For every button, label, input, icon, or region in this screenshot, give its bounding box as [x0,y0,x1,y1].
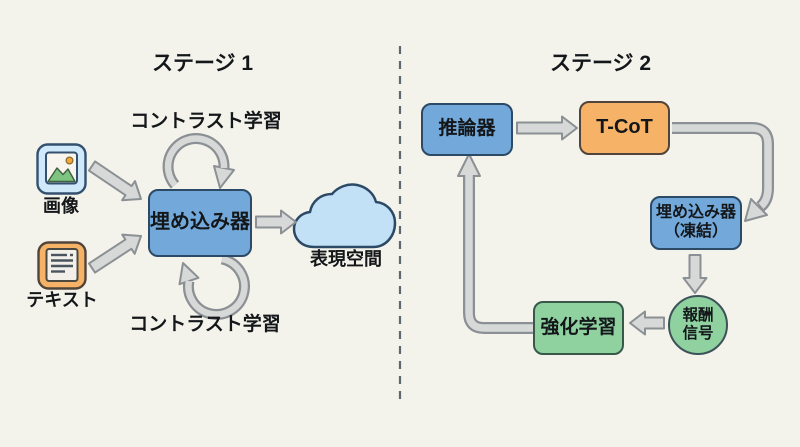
reward-signal-node: 報酬 信号 [668,295,728,355]
contrastive-learning-top-label: コントラスト学習 [130,111,282,132]
image-to-embedder-arrow [87,160,142,202]
image-label: 画像 [43,196,79,216]
cloud-icon [292,183,397,249]
representation-space-label: 表現空間 [310,249,382,269]
text-label: テキスト [26,290,98,310]
contrastive-learning-bottom-label: コントラスト学習 [129,314,281,335]
reward-signal-line1: 報酬 [682,306,714,324]
stage1-title: ステージ 1 [151,52,254,75]
image-icon [36,143,87,195]
text-to-embedder-arrow [88,233,142,274]
tcot-to-frozen-arrow [672,122,774,222]
reasoner-to-tcot-arrow [516,115,578,141]
frozen-embedder-node: 埋め込み器 （凍結） [650,196,742,250]
embedder-to-space-arrow [255,209,297,235]
reward-signal-line2: 信号 [682,325,714,342]
tcot-node: T-CoT [579,101,670,155]
reasoner-node: 推論器 [421,103,513,156]
frozen-embedder-line2: （凍結） [663,223,728,240]
frozen-embedder-line1: 埋め込み器 [655,204,736,222]
rl-node: 強化学習 [533,301,624,355]
text-icon [37,241,87,290]
contrastive-loop-bottom-arrow [178,253,250,320]
rl-to-reasoner-arrow [457,153,533,334]
reward-to-rl-arrow [629,310,665,336]
stage2-title: ステージ 2 [549,52,652,75]
frozen-to-reward-arrow [682,254,708,294]
contrastive-loop-top-arrow [162,133,235,189]
embedder-node: 埋め込み器 [148,189,252,257]
